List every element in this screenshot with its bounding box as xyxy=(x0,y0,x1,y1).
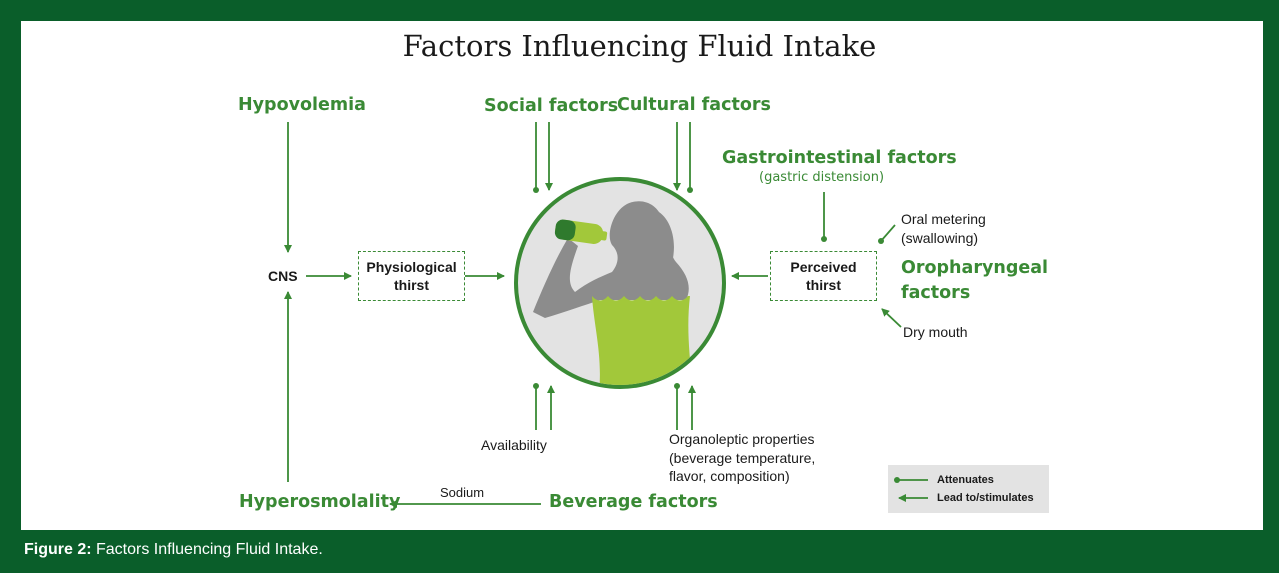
caption-text: Factors Influencing Fluid Intake. xyxy=(91,541,323,558)
dry-mouth-label: Dry mouth xyxy=(903,324,968,340)
sodium-label: Sodium xyxy=(440,485,485,500)
caption-prefix: Figure 2: xyxy=(24,541,92,558)
drinking-figure-icon xyxy=(514,177,726,389)
gastrointestinal-factors-label: Gastrointestinal factors xyxy=(722,148,957,168)
swallowing-label: (swallowing) xyxy=(901,230,979,246)
perceived-line2: thirst xyxy=(806,277,841,293)
availability-label: Availability xyxy=(481,437,547,453)
attenuate-dot-availability xyxy=(533,383,539,389)
attenuate-dot-cultural xyxy=(687,187,693,193)
legend-attenuates-label: Attenuates xyxy=(937,474,994,486)
cns-label: CNS xyxy=(268,268,298,284)
organoleptic-label: Organoleptic properties xyxy=(669,431,815,447)
oral-metering-label: Oral metering xyxy=(901,211,986,227)
beverage-factors-label: Beverage factors xyxy=(549,492,718,512)
attenuate-dot-social xyxy=(533,187,539,193)
attenuate-oral xyxy=(880,224,896,242)
social-factors-label: Social factors xyxy=(484,96,619,116)
arrow-drymouth xyxy=(881,308,902,328)
figure-caption: Figure 2: Factors Influencing Fluid Inta… xyxy=(24,541,323,559)
attenuate-dot-oral xyxy=(878,238,884,244)
oropharyngeal-label: Oropharyngeal xyxy=(901,258,1049,278)
legend xyxy=(888,465,1049,513)
diagram-title: Factors Influencing Fluid Intake xyxy=(402,29,877,63)
hypovolemia-label: Hypovolemia xyxy=(238,95,366,115)
organoleptic-sub1-label: (beverage temperature, xyxy=(669,450,816,466)
physiological-thirst-box: Physiological thirst xyxy=(358,251,465,301)
perceived-line1: Perceived xyxy=(790,259,857,275)
cultural-factors-label: Cultural factors xyxy=(617,95,771,115)
gastric-distension-label: (gastric distension) xyxy=(759,170,885,185)
organoleptic-sub2-label: flavor, composition) xyxy=(669,468,790,484)
physiological-line2: thirst xyxy=(394,277,429,293)
oropharyngeal-factors-label: factors xyxy=(901,283,971,303)
attenuate-dot-organoleptic xyxy=(674,383,680,389)
legend-attenuates-dot xyxy=(894,477,900,483)
attenuate-dot-gastro xyxy=(821,236,827,242)
physiological-line1: Physiological xyxy=(366,259,457,275)
perceived-thirst-box: Perceived thirst xyxy=(770,251,877,301)
hyperosmolality-label: Hyperosmolality xyxy=(239,492,401,512)
legend-stimulates-label: Lead to/stimulates xyxy=(937,492,1034,504)
